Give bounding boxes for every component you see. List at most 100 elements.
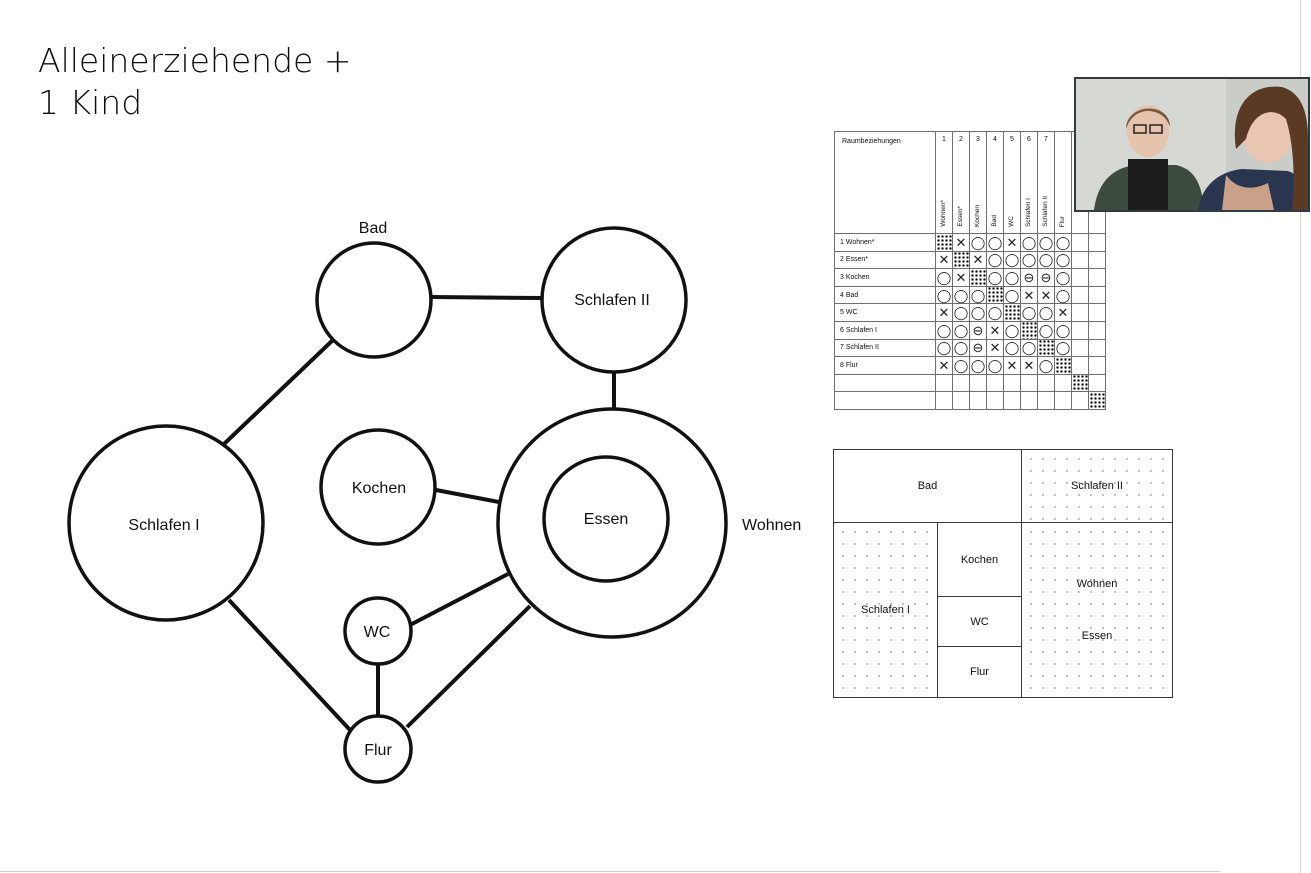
matrix-cell-empty	[1071, 356, 1089, 375]
matrix-cell: ✕	[935, 303, 953, 322]
matrix-cell-diagonal	[952, 250, 970, 270]
matrix-cell-empty	[969, 391, 987, 410]
edge-schlafen-i-flur	[227, 598, 352, 732]
matrix-row-label: 5 WC	[834, 303, 936, 322]
matrix-cell-empty	[986, 373, 1004, 393]
matrix-cell: ◯	[1003, 285, 1021, 305]
matrix-cell: ✕	[1054, 303, 1072, 322]
room-kochen: Kochen	[937, 522, 1022, 597]
circle-icon: ◯	[970, 357, 986, 373]
circle-icon: ◯	[1021, 234, 1037, 250]
matrix-cell-empty	[1071, 320, 1089, 340]
matrix-cell-empty	[1071, 250, 1089, 270]
bubble-kochen	[319, 428, 437, 546]
circle-icon: ◯	[1038, 305, 1054, 321]
matrix-row: 4 Bad◯◯◯◯✕✕◯	[834, 285, 1106, 305]
cross-icon: ✕	[972, 252, 984, 268]
slide-bottom-rule	[0, 871, 1220, 872]
circle-icon: ◯	[1055, 252, 1071, 268]
matrix-cell: ⊖	[1037, 268, 1055, 287]
matrix-cell: ✕	[935, 356, 953, 375]
matrix-cell-empty	[935, 391, 953, 410]
matrix-row: 7 Schlafen II◯◯⊖✕◯◯◯	[834, 338, 1106, 358]
webcam-participants-image	[1076, 79, 1308, 210]
matrix-cell-empty	[1088, 373, 1106, 393]
label-wohnen: Wohnen	[742, 517, 801, 534]
matrix-cell-empty	[1088, 303, 1106, 322]
matrix-cell: ✕	[1020, 285, 1038, 305]
matrix-cell-empty	[1071, 391, 1089, 410]
circle-icon: ◯	[1021, 252, 1037, 268]
matrix-column-number: 4	[993, 136, 997, 143]
label-flur: Flur	[364, 742, 392, 759]
matrix-cell: ✕	[952, 233, 970, 252]
matrix-cell: ✕	[986, 338, 1004, 358]
matrix-cell-empty	[1003, 391, 1021, 410]
matrix-cell: ◯	[952, 338, 970, 358]
matrix-column-number: 2	[959, 136, 963, 143]
matrix-cell: ◯	[1054, 250, 1072, 270]
circle-icon: ◯	[987, 357, 1003, 373]
circle-icon: ◯	[987, 252, 1003, 268]
video-call-webcam[interactable]	[1074, 77, 1310, 212]
room-schlafen-i: Schlafen I	[833, 522, 938, 698]
matrix-title: Raumbeziehungen	[834, 131, 936, 234]
circle-icon: ◯	[970, 305, 986, 321]
matrix-row-label: 4 Bad	[834, 285, 936, 305]
matrix-row: 5 WC✕◯◯◯◯◯✕	[834, 303, 1106, 322]
matrix-cell: ◯	[1020, 250, 1038, 270]
bubble-schlafen-ii	[540, 226, 688, 374]
matrix-cell-empty	[1071, 268, 1089, 287]
matrix-cell: ✕	[986, 320, 1004, 340]
matrix-row	[834, 373, 1106, 393]
edge-bad-schlafen-i	[222, 337, 336, 446]
circle-icon: ◯	[953, 357, 969, 373]
matrix-row-label: 2 Essen*	[834, 250, 936, 270]
matrix-cell: ◯	[1003, 268, 1021, 287]
circle-icon: ◯	[1055, 269, 1071, 285]
cross-icon: ✕	[1006, 234, 1018, 250]
matrix-cell: ◯	[935, 320, 953, 340]
cross-icon: ✕	[1057, 305, 1069, 321]
matrix-cell: ◯	[1020, 303, 1038, 322]
matrix-cell: ✕	[935, 250, 953, 270]
circle-icon: ◯	[1038, 252, 1054, 268]
matrix-cell: ✕	[1037, 285, 1055, 305]
circle-icon: ◯	[1055, 234, 1071, 250]
circle-minus-icon: ⊖	[1023, 269, 1035, 285]
matrix-row-label	[834, 391, 936, 410]
matrix-cell: ◯	[952, 320, 970, 340]
matrix-cell: ◯	[1054, 320, 1072, 340]
matrix-cell-empty	[1088, 250, 1106, 270]
circle-icon: ◯	[1004, 340, 1020, 356]
matrix-cell-empty	[1054, 391, 1072, 410]
matrix-column-number: 3	[976, 136, 980, 143]
bubble-essen	[542, 455, 670, 583]
matrix-cell: ◯	[1003, 338, 1021, 358]
matrix-column-number: 7	[1044, 136, 1048, 143]
circle-icon: ◯	[936, 287, 952, 303]
matrix-cell-diagonal	[935, 233, 953, 252]
room-schlafen-ii-label: Schlafen II	[1071, 480, 1123, 492]
matrix-cell-diagonal	[986, 285, 1004, 305]
cross-icon: ✕	[989, 322, 1001, 338]
label-kochen: Kochen	[352, 480, 406, 497]
room-flur: Flur	[937, 646, 1022, 698]
circle-minus-icon: ⊖	[972, 340, 984, 356]
room-bad-label: Bad	[917, 480, 938, 492]
participant-2	[1198, 86, 1308, 210]
matrix-cell-empty	[1071, 338, 1089, 358]
matrix-cell: ◯	[935, 268, 953, 287]
room-wohnen-essen: Wohnen Essen	[1021, 522, 1173, 698]
cross-icon: ✕	[1006, 357, 1018, 373]
room-bad: Bad	[833, 449, 1022, 523]
circle-icon: ◯	[1055, 322, 1071, 338]
circle-icon: ◯	[970, 287, 986, 303]
connector-lines	[222, 295, 616, 732]
matrix-cell: ◯	[935, 285, 953, 305]
matrix-cell: ◯	[986, 303, 1004, 322]
